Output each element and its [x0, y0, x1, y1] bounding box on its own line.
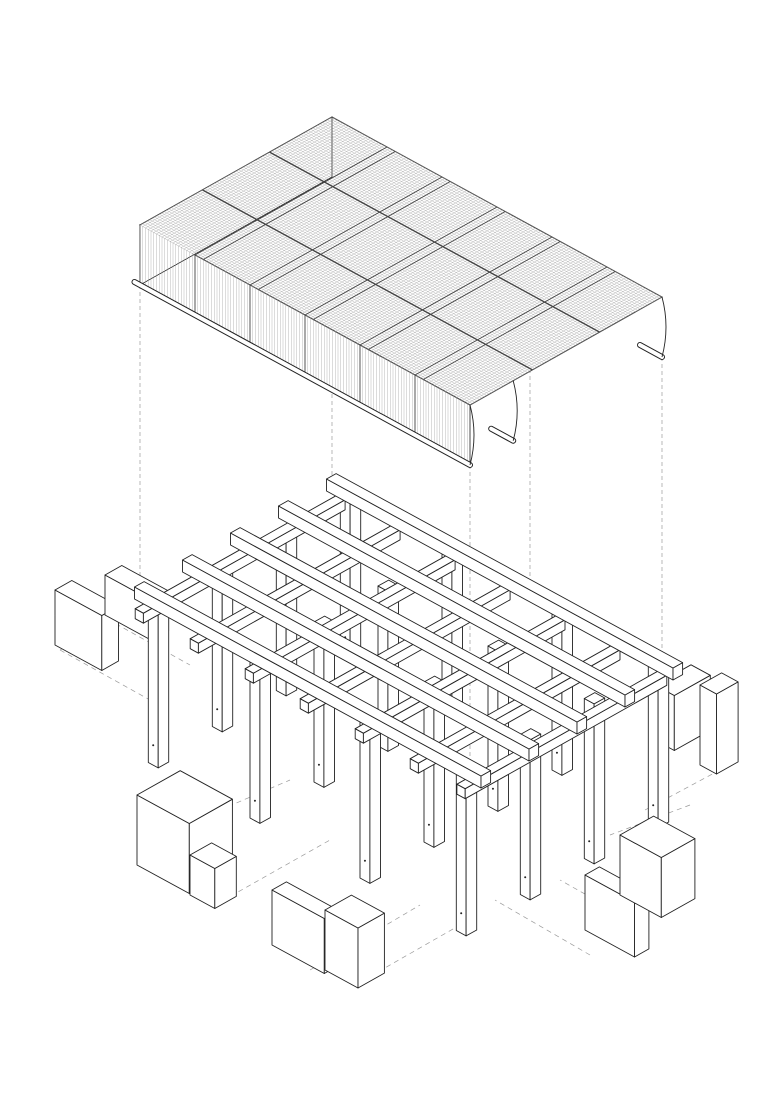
planter-back-left [54, 580, 119, 671]
post [583, 692, 606, 865]
post-side-face [157, 601, 170, 769]
box-right-top-face [619, 815, 696, 858]
post-bolt [317, 763, 320, 766]
post-block-right [699, 672, 739, 775]
long-beam [230, 527, 588, 735]
roof-rib [258, 181, 451, 290]
ground-guide-line [59, 649, 151, 701]
post-side-face [561, 609, 573, 776]
roof-rib [203, 151, 396, 260]
roof-seam [269, 151, 600, 333]
box-front [324, 894, 385, 989]
ground-guide-line [99, 614, 191, 666]
roof-rib [368, 241, 561, 350]
post-bolt [152, 744, 155, 747]
roof-rib [313, 211, 506, 320]
long-beam-top-face [278, 500, 636, 696]
long-beam [278, 500, 636, 708]
post-block-right-front-face [699, 684, 717, 775]
post-block-right-side-face [716, 681, 739, 775]
post-bolt [588, 840, 591, 843]
roof-rib [359, 236, 553, 346]
small-planter-top-face [189, 842, 237, 869]
roof-front-tube-inner [132, 280, 472, 467]
small-planter [189, 842, 237, 909]
post [519, 728, 542, 901]
roof-side-tube-2-inner [638, 343, 664, 359]
post-top-face [583, 692, 606, 705]
post-front-face [147, 602, 159, 769]
post-bolt [363, 859, 366, 862]
timber-frame [134, 473, 684, 937]
blocks-back [54, 565, 739, 775]
post-block-right-top-face [699, 672, 739, 695]
post-side-face [349, 493, 362, 661]
roof-edge-curve [512, 380, 518, 441]
roof-seam [202, 189, 533, 371]
long-beam [182, 554, 540, 762]
post-bolt [524, 876, 527, 879]
roof-edge-curve [661, 296, 667, 358]
long-beam [134, 581, 492, 789]
blocks-front [136, 770, 696, 989]
long-beam-top-face [134, 581, 492, 777]
roof-rib [304, 206, 498, 316]
box-right [619, 815, 696, 918]
post-bolt [253, 799, 256, 802]
post-bolt [460, 912, 463, 915]
roof-rib [414, 266, 608, 376]
post-front-face [339, 494, 351, 661]
box-front-top-face [324, 894, 385, 929]
roof-side-tube-1-inner [489, 426, 516, 443]
roof-edge-curve [469, 404, 475, 466]
roof-rib [423, 271, 616, 380]
post-side-face [369, 717, 381, 884]
cube-block-top-face [136, 770, 233, 824]
post-bolt [216, 708, 219, 711]
long-beam-top-face [326, 473, 684, 669]
long-beam [326, 473, 684, 681]
roof-rib [249, 176, 443, 286]
post [339, 488, 362, 661]
post-bolt [491, 787, 494, 790]
post-bolt [555, 751, 558, 754]
post-bolt [427, 823, 430, 826]
mesh-roof [131, 116, 667, 468]
roof-rib [194, 146, 388, 256]
ground-guide-line [494, 899, 591, 956]
post-side-face [259, 657, 271, 824]
post-bolt [652, 804, 655, 807]
long-beam-top-face [230, 527, 588, 723]
post [147, 596, 170, 769]
roof-bands [194, 146, 616, 435]
long-beam-top-face [182, 554, 540, 750]
